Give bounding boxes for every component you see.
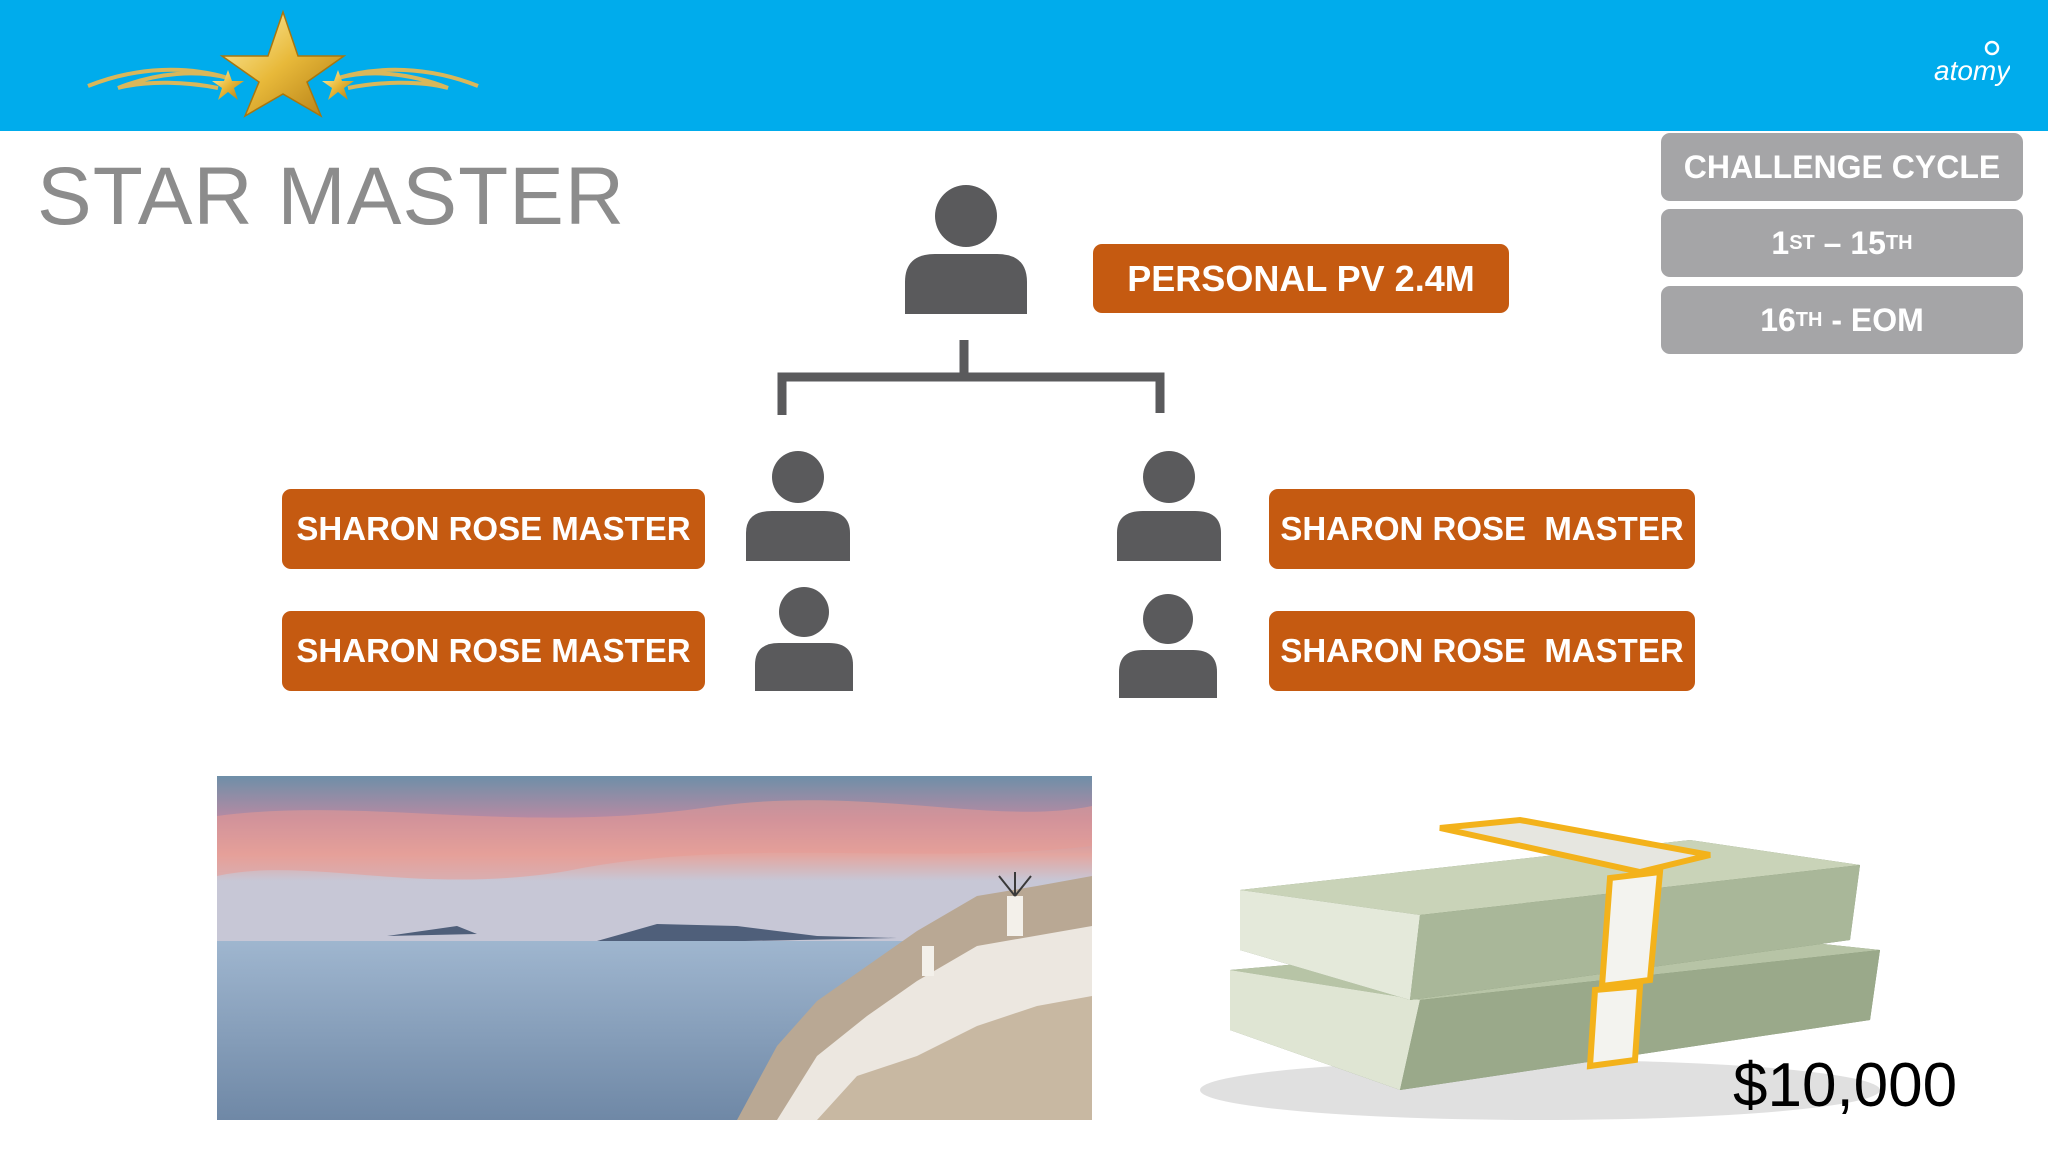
atomy-logo: atomy [1934,40,2010,86]
period-1-end: 15 [1850,224,1886,261]
personal-pv-badge: PERSONAL PV 2.4M [1093,244,1509,313]
period-1-separator: – [1814,224,1851,261]
person-icon [755,587,853,691]
downline-label: SHARON ROSE MASTER [296,632,691,669]
downline-badge-left-1: SHARON ROSE MASTER [282,489,705,569]
person-icon [905,185,1027,314]
person-icon [746,451,850,561]
period-2-start: 16 [1760,301,1796,338]
org-tree-connector [777,340,1165,415]
period-1-start: 1 [1771,224,1790,261]
downline-badge-right-1: SHARON ROSE MASTER [1269,489,1695,569]
period-2-separator: - [1822,301,1851,338]
person-icon [1119,594,1217,698]
header-bar: atomy [0,0,2048,131]
downline-label: SHARON ROSE MASTER [1280,510,1684,547]
downline-label: SHARON ROSE MASTER [1280,632,1684,669]
challenge-cycle-title: CHALLENGE CYCLE [1661,133,2023,201]
page-title: STAR MASTER [37,151,626,242]
santorini-seaside-photo [217,776,1092,1120]
person-icon [1117,451,1221,561]
svg-text:atomy: atomy [1934,55,2010,86]
period-2-end: EOM [1850,301,1924,338]
downline-badge-left-2: SHARON ROSE MASTER [282,611,705,691]
challenge-cycle-label: CHALLENGE CYCLE [1683,148,2001,185]
downline-label: SHARON ROSE MASTER [296,510,691,547]
gold-star-icon [87,9,479,118]
personal-pv-label: PERSONAL PV 2.4M [1127,257,1475,299]
money-stack-photo [1200,816,1880,1120]
downline-badge-right-2: SHARON ROSE MASTER [1269,611,1695,691]
cash-prize-amount: $10,000 [1733,1051,1958,1120]
